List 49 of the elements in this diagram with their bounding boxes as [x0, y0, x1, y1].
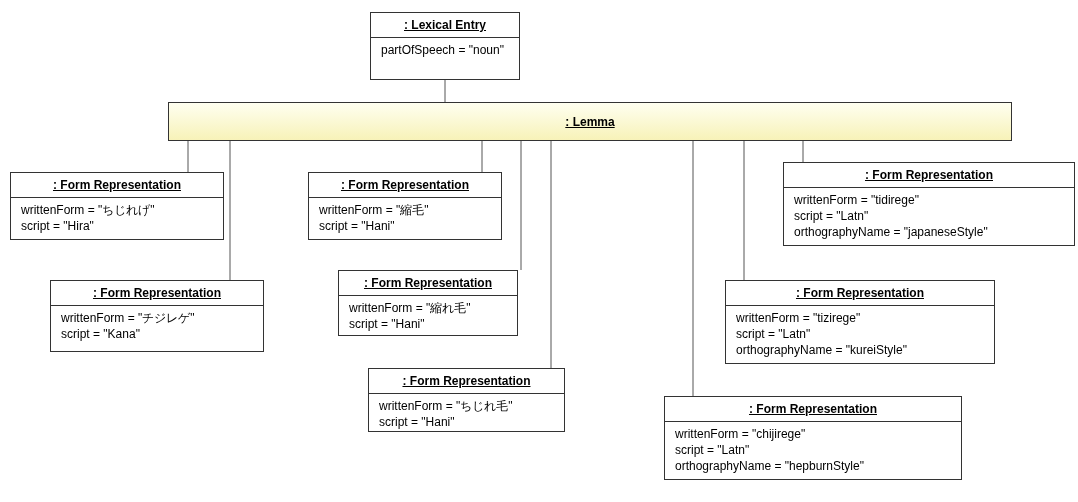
object-box: [338, 270, 518, 336]
object-name: : Form Representation: [749, 402, 877, 416]
connector-line: [692, 140, 694, 397]
attribute-text: writtenForm = "ちじれ毛": [378, 398, 514, 414]
object-name: : Form Representation: [796, 286, 924, 300]
connector-line: [187, 140, 189, 173]
connector-line: [481, 140, 483, 173]
attribute-text: script = "Latn": [674, 442, 751, 458]
attribute-text: script = "Latn": [735, 326, 812, 342]
attribute-text: orthographyName = "hepburnStyle": [674, 458, 865, 474]
object-box: [725, 280, 995, 364]
attribute-text: writtenForm = "チジレゲ": [60, 310, 196, 326]
connector-line: [444, 79, 446, 103]
object-box: [308, 172, 502, 240]
attribute-text: writtenForm = "chijirege": [674, 426, 807, 442]
attribute-text: script = "Latn": [793, 208, 870, 224]
object-name: : Form Representation: [364, 276, 492, 290]
connector-line: [520, 140, 522, 271]
object-name: : Form Representation: [93, 286, 221, 300]
object-name: : Form Representation: [865, 168, 993, 182]
attribute-text: writtenForm = "tidirege": [793, 192, 920, 208]
attribute-text: script = "Hira": [20, 218, 95, 234]
connector-line: [802, 140, 804, 163]
attribute-text: writtenForm = "ちじれげ": [20, 202, 156, 218]
attribute-text: orthographyName = "kureiStyle": [735, 342, 908, 358]
attribute-text: script = "Kana": [60, 326, 141, 342]
attribute-text: script = "Hani": [318, 218, 396, 234]
attribute-text: writtenForm = "縮毛": [318, 202, 430, 218]
object-box: [664, 396, 962, 480]
connector-line: [743, 140, 745, 281]
attribute-text: writtenForm = "tizirege": [735, 310, 862, 326]
object-box: [50, 280, 264, 352]
object-name: : Form Representation: [53, 178, 181, 192]
object-name: : Lexical Entry: [404, 18, 486, 32]
object-name: : Form Representation: [402, 374, 531, 388]
connector-line: [550, 140, 552, 369]
object-box: [783, 162, 1075, 246]
attribute-text: script = "Hani": [348, 316, 426, 332]
object-name: : Form Representation: [341, 178, 469, 192]
object-box: [10, 172, 224, 240]
object-box: [370, 12, 520, 80]
class-box: [168, 102, 1012, 141]
attribute-text: orthographyName = "japaneseStyle": [793, 224, 989, 240]
attribute-text: partOfSpeech = "noun": [380, 42, 505, 58]
connector-line: [229, 140, 231, 281]
object-box: [368, 368, 565, 432]
object-name: : Lemma: [565, 114, 615, 129]
attribute-text: writtenForm = "縮れ毛": [348, 300, 472, 316]
attribute-text: script = "Hani": [378, 414, 456, 430]
